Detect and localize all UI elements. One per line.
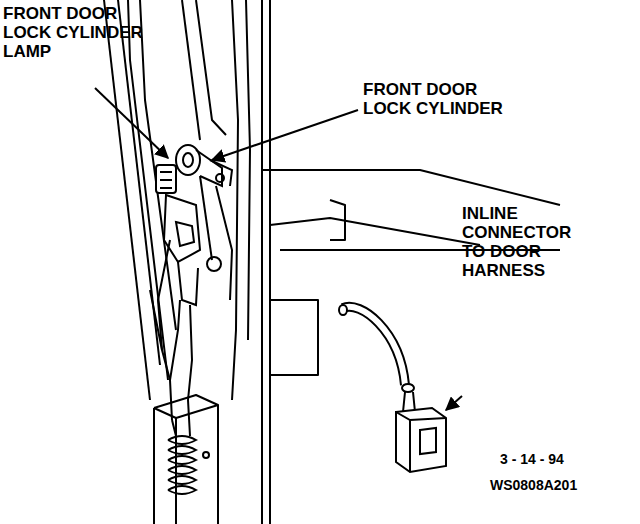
part-label: FRONT DOOR LOCK CYLINDER [363,80,522,118]
part-label: INLINE CONNECTOR TO DOOR HARNESS [462,204,592,280]
leader-line [95,88,462,410]
harness-connector [339,305,446,472]
part-label: FRONT DOOR LOCK CYLINDER LAMP [3,4,162,61]
figure-code: 3 - 14 - 94 [500,452,630,468]
figure-code: WS0808A201 [490,478,635,494]
lock-mechanism [150,145,232,494]
